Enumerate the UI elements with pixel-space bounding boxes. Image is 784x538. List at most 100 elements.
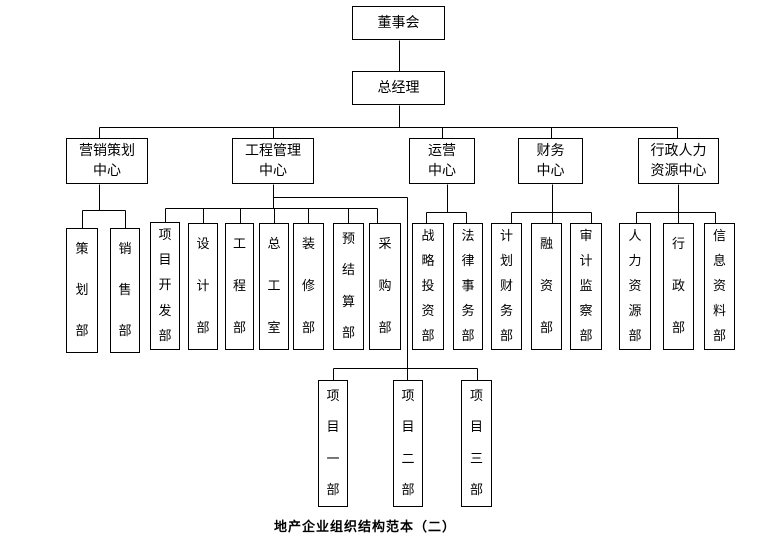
node-label-char: 项 [469, 389, 483, 405]
node-label-char: 行 [671, 237, 685, 253]
node-label-char: 计 [499, 229, 513, 244]
node-label-char: 修 [301, 278, 315, 294]
node-label: 营销策划 [79, 143, 135, 160]
node-label-char: 划 [499, 254, 513, 269]
node-label-char: 部 [378, 320, 392, 336]
node-label-char: 程 [232, 278, 246, 294]
node-label-char: 算 [341, 294, 355, 310]
node-label-char: 项 [401, 389, 415, 405]
node-general-manager: 总经理 [352, 71, 445, 105]
node-chief-engineer-office: 总工室 [259, 223, 289, 350]
node-label-char: 部 [421, 329, 435, 344]
node-label-char: 力 [628, 254, 642, 269]
node-label-char: 设 [196, 237, 210, 253]
node-label-char: 部 [499, 329, 513, 344]
node-project-dept-2: 项目二部 [393, 380, 423, 507]
node-sales-dept: 销售部 [110, 228, 140, 353]
node-label-char: 息 [712, 254, 726, 269]
node-label-char: 二 [401, 451, 415, 467]
node-label-char: 部 [579, 329, 593, 344]
node-label-char: 开 [158, 278, 172, 294]
node-label-char: 划 [75, 283, 89, 298]
node-label: 中心 [259, 162, 287, 179]
node-finance-center: 财务中心 [518, 138, 583, 184]
node-label: 中心 [428, 162, 456, 179]
node-board: 董事会 [352, 6, 445, 40]
node-marketing-planning-center: 营销策划中心 [66, 138, 148, 184]
node-label-char: 部 [469, 482, 483, 498]
node-label-char: 信 [712, 229, 726, 244]
node-label: 资源中心 [650, 162, 707, 179]
node-label-char: 融 [539, 237, 553, 253]
node-label-char: 战 [421, 229, 435, 244]
node-procurement-dept: 采购部 [369, 223, 401, 350]
node-label-char: 部 [341, 325, 355, 341]
node-label-char: 目 [469, 420, 483, 436]
node-label-char: 源 [628, 304, 642, 319]
node-audit-supervision-dept: 审计监察部 [570, 223, 602, 350]
node-label-char: 目 [326, 420, 340, 436]
node-label-char: 资 [628, 279, 642, 294]
node-label-char: 部 [232, 320, 246, 336]
node-label-char: 事 [461, 279, 475, 294]
node-label-char: 项 [158, 228, 172, 244]
node-label-char: 部 [712, 329, 726, 344]
node-label-char: 装 [301, 237, 315, 253]
node-design-dept: 设计部 [188, 223, 218, 350]
node-label-char: 部 [75, 324, 89, 339]
node-label-char: 部 [326, 482, 340, 498]
node-decoration-dept: 装修部 [293, 223, 324, 350]
node-label-char: 法 [461, 229, 475, 244]
node-label-char: 部 [461, 329, 475, 344]
node-label-char: 人 [628, 229, 642, 244]
node-label-char: 室 [267, 320, 281, 336]
node-label-char: 策 [75, 242, 89, 257]
node-label: 行政人力 [650, 143, 707, 160]
node-label-char: 预 [341, 232, 355, 248]
node-label-char: 一 [326, 451, 340, 467]
node-label-char: 资 [539, 278, 553, 294]
node-label: 运营 [428, 143, 456, 160]
node-strategic-investment-dept: 战略投资部 [412, 223, 444, 350]
node-label-char: 项 [326, 389, 340, 405]
node-label-char: 部 [539, 320, 553, 336]
node-human-resources-dept: 人力资源部 [619, 223, 651, 350]
node-label-char: 务 [461, 304, 475, 319]
node-label-char: 察 [579, 304, 593, 319]
node-label-char: 购 [378, 278, 392, 294]
node-engineering-dept: 工程部 [225, 223, 254, 350]
node-label-char: 政 [671, 278, 685, 294]
node-label-char: 计 [196, 278, 210, 294]
node-label-char: 部 [301, 320, 315, 336]
node-label-char: 结 [341, 263, 355, 279]
node-label-char: 销 [118, 242, 132, 257]
node-label-char: 监 [579, 279, 593, 294]
node-budget-settlement-dept: 预结算部 [333, 223, 364, 350]
node-label-char: 部 [196, 320, 210, 336]
node-project-dept-3: 项目三部 [461, 380, 492, 507]
node-label-char: 工 [232, 237, 246, 253]
node-label-char: 部 [118, 324, 132, 339]
node-label-char: 财 [499, 279, 513, 294]
node-operations-center: 运营中心 [409, 138, 475, 184]
node-project-dept-1: 项目一部 [318, 380, 348, 507]
node-information-data-dept: 信息资料部 [704, 223, 735, 350]
node-label-char: 略 [421, 254, 435, 269]
node-legal-affairs-dept: 法律事务部 [453, 223, 483, 350]
node-label-char: 部 [158, 328, 172, 344]
node-label: 财务 [536, 143, 565, 160]
node-label-char: 目 [158, 253, 172, 269]
node-label-char: 资 [712, 279, 726, 294]
node-label-char: 计 [579, 254, 593, 269]
diagram-caption: 地产企业组织结构范本（二） [274, 520, 457, 535]
node-label: 总经理 [377, 80, 420, 96]
node-label-char: 料 [712, 304, 726, 319]
node-financing-dept: 融资部 [531, 223, 562, 350]
node-label-char: 目 [401, 420, 415, 436]
node-project-development-dept: 项目开发部 [150, 222, 180, 350]
node-planning-finance-dept: 计划财务部 [491, 223, 522, 350]
node-label-char: 总 [267, 237, 281, 253]
node-label-char: 部 [401, 482, 415, 498]
